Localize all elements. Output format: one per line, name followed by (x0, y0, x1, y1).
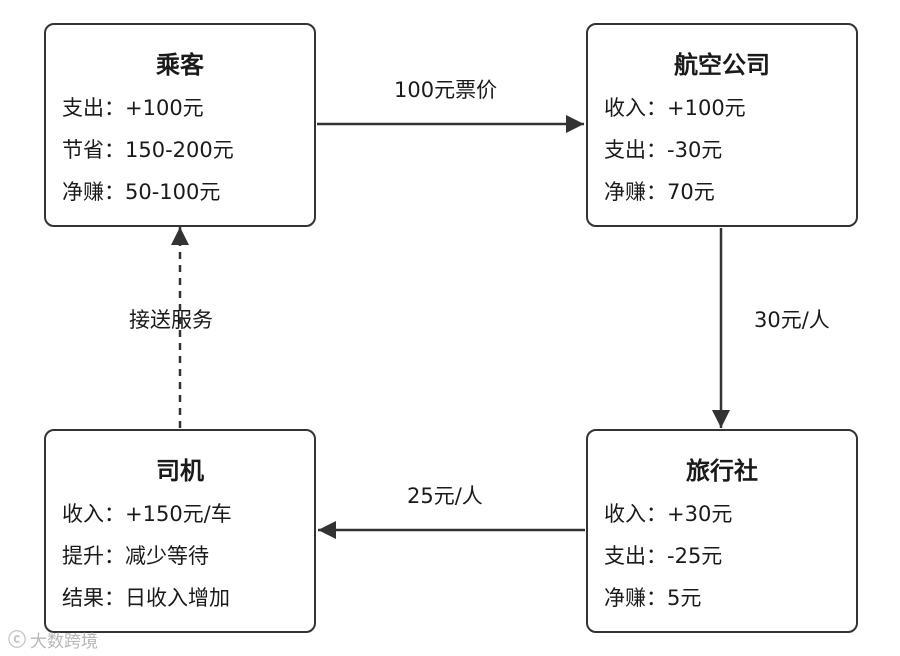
node-line: 净赚：5元 (604, 586, 702, 610)
node-title: 旅行社 (686, 457, 758, 485)
node-line: 收入：+100元 (604, 96, 746, 120)
node-line: 支出：-30元 (604, 138, 723, 162)
node-line: 节省：150-200元 (62, 138, 234, 162)
edge-label-ticket-price: 100元票价 (394, 78, 498, 102)
node-airline: 航空公司 收入：+100元 支出：-30元 净赚：70元 (586, 23, 858, 227)
node-line: 收入：+150元/车 (62, 502, 232, 526)
node-line: 支出：+100元 (62, 96, 204, 120)
node-driver: 司机 收入：+150元/车 提升：减少等待 结果：日收入增加 (44, 429, 316, 633)
node-title: 航空公司 (674, 51, 770, 79)
node-agency: 旅行社 收入：+30元 支出：-25元 净赚：5元 (586, 429, 858, 633)
node-line: 收入：+30元 (604, 502, 733, 526)
edge-label-pickup-service: 接送服务 (129, 308, 213, 332)
watermark: ⓒ 大数跨境 (8, 626, 98, 652)
node-title: 司机 (156, 457, 204, 485)
watermark-logo-icon: ⓒ (8, 630, 26, 651)
node-line: 支出：-25元 (604, 544, 723, 568)
node-title: 乘客 (156, 51, 204, 79)
node-line: 净赚：70元 (604, 180, 715, 204)
edge-label-agency-to-driver: 25元/人 (407, 484, 483, 508)
watermark-text: 大数跨境 (30, 631, 98, 652)
edge-label-airline-to-agency: 30元/人 (754, 308, 830, 332)
node-line: 净赚：50-100元 (62, 180, 221, 204)
node-line: 结果：日收入增加 (62, 586, 230, 610)
node-passenger: 乘客 支出：+100元 节省：150-200元 净赚：50-100元 (44, 23, 316, 227)
node-line: 提升：减少等待 (62, 544, 209, 568)
